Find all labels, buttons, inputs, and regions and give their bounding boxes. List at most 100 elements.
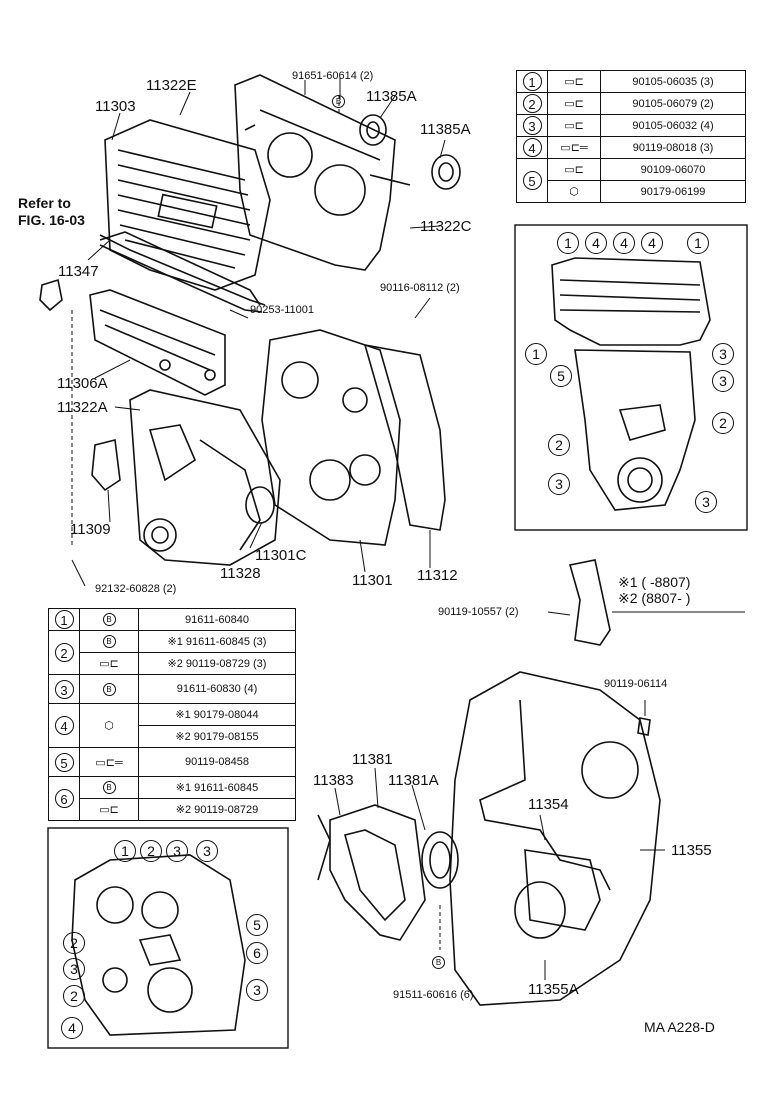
- callout-number: 1: [522, 72, 542, 91]
- b-symbol-icon: B: [102, 613, 116, 626]
- callout-number: 5: [522, 171, 542, 190]
- part-number: ※1 91611-60845: [175, 782, 259, 794]
- bolt-icon: ▭⊏: [547, 92, 601, 115]
- fastener-table-top: 1▭⊏90105-06035 (3) 2▭⊏90105-06079 (2) 3▭…: [516, 70, 746, 203]
- cover-11322A-drawing: [129, 389, 281, 566]
- inset-top-drawing: [551, 257, 711, 511]
- b-symbol-icon: B: [102, 635, 116, 648]
- label-11328: 11328: [220, 565, 261, 582]
- case-11301-drawing: [261, 329, 401, 546]
- part-number: ※1 91611-60845 (3): [167, 636, 267, 648]
- label-92132-60828: 92132-60828 (2): [95, 583, 177, 595]
- part-number: ※2 90119-08729: [175, 804, 259, 816]
- callout-5: 5: [246, 914, 268, 936]
- b-symbol-icon: B: [432, 953, 445, 969]
- label-90116-08112: 90116-08112 (2): [380, 282, 460, 294]
- bolt-icon: ▭⊏: [547, 158, 601, 181]
- bracket-drawing: [568, 559, 611, 646]
- label-11301: 11301: [352, 572, 393, 589]
- b-symbol-icon: B: [102, 781, 116, 794]
- label-11303: 11303: [95, 98, 136, 115]
- label-11347: 11347: [58, 263, 99, 280]
- table-row: ▭⊏ ※2 90119-08729 (3): [49, 652, 296, 675]
- callout-number: 2: [54, 643, 74, 662]
- callout-2: 2: [63, 932, 85, 954]
- b-symbol-icon: B: [332, 92, 345, 108]
- b-symbol-icon: B: [102, 682, 116, 696]
- part-number: 91611-60840: [184, 613, 250, 626]
- seal-11347-drawing: [99, 231, 261, 306]
- callout-3: 3: [196, 840, 218, 862]
- label-11385A-1: 11385A: [366, 88, 417, 105]
- label-11322C: 11322C: [420, 218, 472, 235]
- part-number: 91611-60830 (4): [176, 683, 258, 695]
- callout-3: 3: [695, 491, 717, 513]
- table-row: 6 B ※1 91611-60845: [48, 776, 296, 821]
- label-91651-60614: 91651-60614 (2): [292, 70, 374, 82]
- seal-11385A-2-drawing: [431, 154, 461, 190]
- note-line-2: ※2 (8807- ): [618, 590, 691, 607]
- callout-1: 1: [557, 232, 579, 254]
- callout-2: 2: [712, 412, 734, 434]
- bolt-06114-drawing: [637, 717, 651, 736]
- table-row: ▭⊏ ※2 90119-08729: [49, 798, 296, 821]
- table-row: 5▭⊏═90119-08458: [48, 747, 296, 777]
- callout-number: 4: [54, 716, 74, 735]
- seal-11301C-drawing: [245, 486, 275, 524]
- callout-number: 1: [54, 610, 74, 629]
- bolt-icon: ▭⊏: [547, 114, 601, 137]
- label-11355A: 11355A: [528, 981, 579, 998]
- bolt-icon: ▭⊏: [547, 70, 601, 93]
- callout-3: 3: [548, 473, 570, 495]
- callout-2: 2: [548, 434, 570, 456]
- table-row: 4▭⊏═90119-08018 (3): [516, 136, 746, 159]
- table-row: 3 ▭⊏ 90105-06032 (4): [516, 114, 746, 137]
- callout-1: 1: [525, 343, 547, 365]
- part-number: 90179-06199: [640, 185, 706, 198]
- seal-11385A-drawing: [359, 114, 387, 146]
- callout-number: 6: [54, 789, 74, 808]
- table-row: 2 B ※1 91611-60845 (3): [48, 630, 296, 675]
- callout-2: 2: [63, 985, 85, 1007]
- part-number: ※1 90179-08044: [175, 709, 259, 721]
- callout-3: 3: [712, 370, 734, 392]
- label-91511-60616: 91511-60616 (6): [393, 989, 474, 1001]
- date-note: ※1 ( -8807) ※2 (8807- ): [618, 574, 690, 606]
- callout-3: 3: [712, 343, 734, 365]
- callout-2: 2: [140, 840, 162, 862]
- table-row: 1 ▭⊏ 90105-06035 (3): [516, 70, 746, 93]
- inset-box-top: [514, 224, 748, 531]
- part-number: ※2 90119-08729 (3): [167, 658, 267, 670]
- part-number: 90109-06070: [640, 163, 706, 176]
- label-11306A: 11306A: [57, 375, 108, 392]
- callout-4: 4: [61, 1017, 83, 1039]
- part-number: 90105-06035 (3): [632, 75, 714, 88]
- callout-number: 3: [522, 116, 542, 135]
- label-90119-10557: 90119-10557 (2): [438, 606, 519, 618]
- label-11355: 11355: [671, 842, 712, 859]
- bolt-icon: ▭⊏: [79, 652, 139, 675]
- figure-code: MA A228-D: [644, 1019, 715, 1035]
- label-90119-06114: 90119-06114: [604, 678, 668, 690]
- part-number: 90119-08458: [184, 756, 250, 768]
- part-number: 90105-06032 (4): [632, 119, 714, 132]
- label-11383: 11383: [313, 772, 354, 789]
- part-11309-drawing: [91, 439, 121, 492]
- label-11354: 11354: [528, 796, 569, 813]
- cover-11303-drawing: [99, 119, 271, 313]
- refer-part-drawing: [39, 278, 63, 312]
- retainer-11381-drawing: [317, 804, 459, 941]
- bolt-icon: ▭⊏: [79, 798, 139, 821]
- callout-4: 4: [613, 232, 635, 254]
- callout-1: 1: [687, 232, 709, 254]
- table-row: 1 B 91611-60840: [48, 608, 296, 631]
- callout-6: 6: [246, 942, 268, 964]
- part-number: 90119-08018 (3): [632, 141, 714, 154]
- table-row: 5 ▭⊏ 90109-06070: [516, 158, 746, 203]
- callout-number: 5: [54, 752, 74, 772]
- table-row: 4⬡※1 90179-08044: [48, 703, 296, 748]
